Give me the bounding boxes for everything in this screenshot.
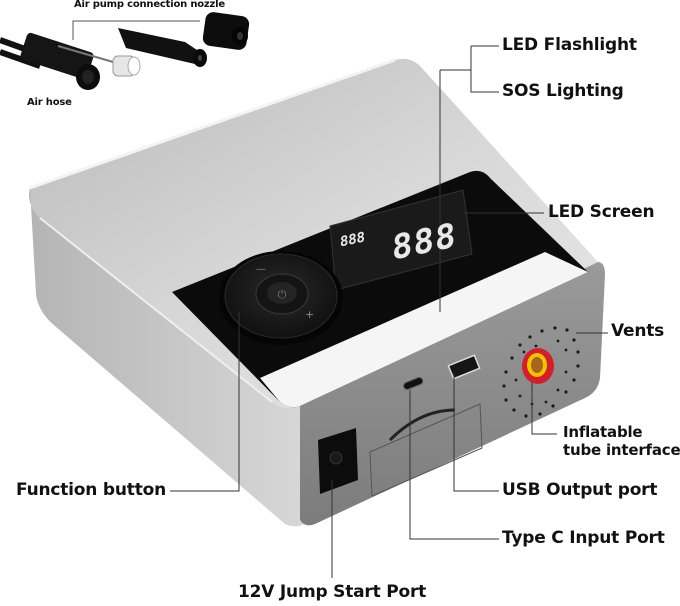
inflation-needle-icon — [57, 45, 141, 77]
callout-lines — [170, 45, 608, 578]
control-panel — [172, 170, 588, 408]
callout-led-flashlight: LED Flashlight — [502, 35, 637, 55]
nozzle-label: Air pump connection nozzle — [74, 0, 225, 10]
lcd-screen — [329, 189, 473, 291]
callout-function-button: Function button — [16, 480, 167, 500]
svg-text:—: — — [256, 264, 266, 275]
usb-port-icon — [447, 354, 481, 380]
hose-label: Air hose — [27, 97, 72, 108]
inflation-nozzle-icon — [522, 348, 554, 384]
svg-text:+: + — [305, 308, 314, 321]
callout-usb-output: USB Output port — [502, 480, 658, 500]
type-c-port-icon — [403, 377, 424, 390]
callout-inflatable-line2: tube interface — [563, 441, 680, 459]
callout-led-screen: LED Screen — [548, 202, 655, 222]
callout-inflatable-line1: Inflatable — [563, 423, 643, 441]
nozzle-cap-icon — [202, 12, 250, 50]
svg-text:⏻: ⏻ — [278, 288, 287, 301]
callout-jump-start: 12V Jump Start Port — [238, 582, 427, 602]
jump-start-port-icon — [318, 428, 358, 494]
callout-type-c-input: Type C Input Port — [502, 528, 665, 548]
callout-sos-lighting: SOS Lighting — [502, 81, 624, 101]
vents-grille — [502, 326, 580, 418]
air-hose-icon — [0, 32, 100, 90]
nozzle-adapter-icon — [118, 28, 207, 67]
callout-vents: Vents — [611, 321, 665, 341]
function-button-dial: ⏻ — + — [219, 251, 343, 345]
port-cover — [369, 403, 483, 497]
